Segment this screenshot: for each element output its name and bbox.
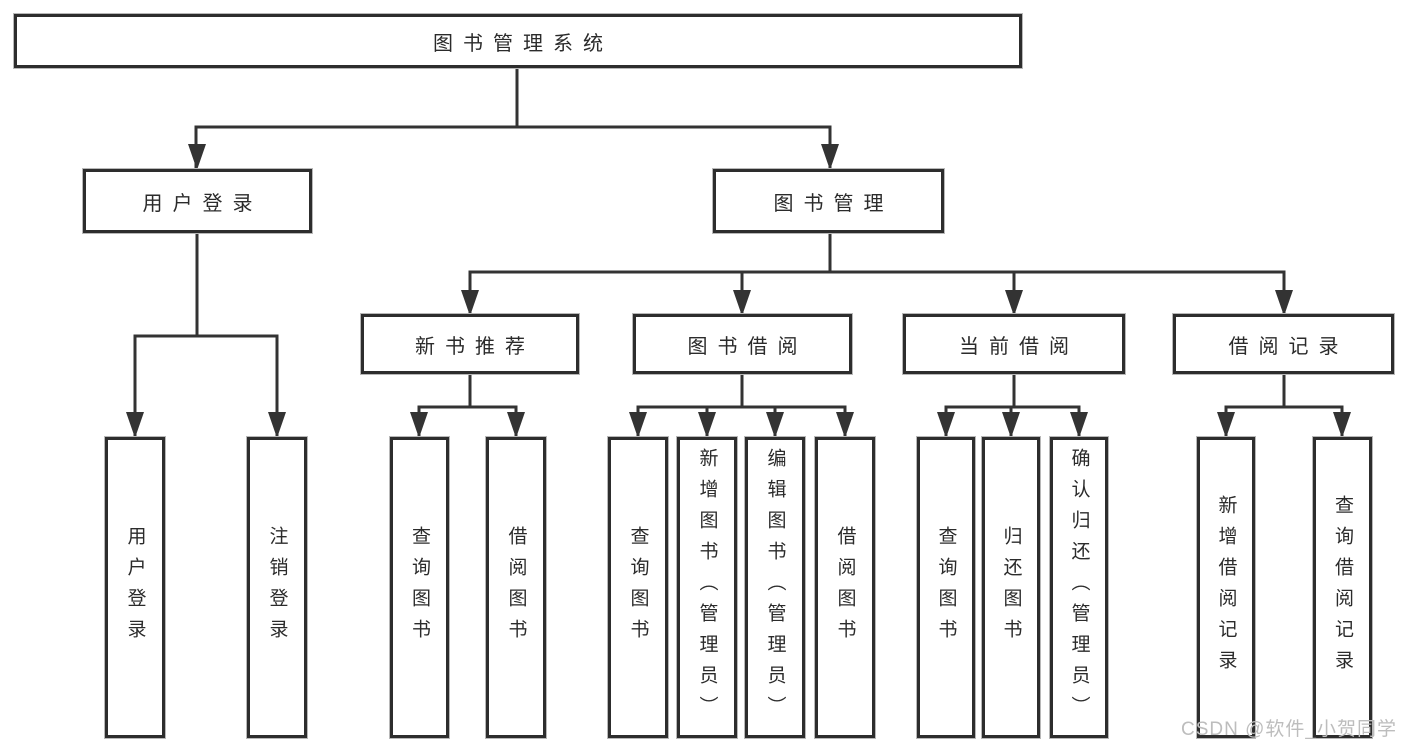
- node-book-management: 图书管理: [713, 169, 944, 233]
- node-book-management-label: 图书管理: [773, 192, 894, 215]
- watermark: CSDN @软件_小贺同学: [1181, 719, 1397, 740]
- leaf-bb-borrow-books: 借阅图书: [815, 437, 875, 738]
- node-current-borrowing: 当前借阅: [903, 314, 1125, 374]
- leaf-user-login: 用户登录: [105, 437, 165, 738]
- leaf-cb-confirm-return-admin-label: 确认归还（管理员）: [1068, 448, 1090, 727]
- leaf-bb-borrow-books-label: 借阅图书: [834, 525, 856, 650]
- node-new-book-recommend-label: 新书推荐: [415, 335, 535, 358]
- leaf-nb-borrow-books-label: 借阅图书: [505, 525, 527, 650]
- leaf-user-login-label: 用户登录: [124, 525, 146, 650]
- leaf-logout-label: 注销登录: [266, 525, 288, 650]
- leaf-br-add-record-label: 新增借阅记录: [1215, 494, 1237, 681]
- leaf-bb-edit-books-admin: 编辑图书（管理员）: [745, 437, 805, 738]
- node-borrow-records-label: 借阅记录: [1228, 335, 1349, 358]
- leaf-cb-query-books-label: 查询图书: [935, 525, 957, 650]
- leaf-br-query-record-label: 查询借阅记录: [1332, 494, 1353, 681]
- leaf-br-add-record: 新增借阅记录: [1197, 437, 1255, 738]
- leaf-logout: 注销登录: [247, 437, 307, 738]
- connector-paths: [133, 68, 1344, 438]
- node-user-login-label: 用户登录: [142, 192, 263, 215]
- leaf-bb-query-books-label: 查询图书: [627, 525, 649, 650]
- node-book-borrowing: 图书借阅: [633, 314, 852, 374]
- leaf-nb-borrow-books: 借阅图书: [486, 437, 546, 738]
- leaf-cb-return-books: 归还图书: [982, 437, 1040, 738]
- leaf-bb-query-books: 查询图书: [608, 437, 668, 738]
- leaf-cb-confirm-return-admin: 确认归还（管理员）: [1050, 437, 1108, 738]
- node-user-login: 用户登录: [83, 169, 312, 233]
- node-borrow-records: 借阅记录: [1173, 314, 1394, 374]
- leaf-nb-query-books-label: 查询图书: [409, 525, 430, 650]
- node-root: 图书管理系统: [14, 14, 1022, 68]
- leaf-cb-query-books: 查询图书: [917, 437, 975, 738]
- leaf-bb-add-books-admin: 新增图书（管理员）: [677, 437, 737, 738]
- node-new-book-recommend: 新书推荐: [361, 314, 579, 374]
- node-current-borrowing-label: 当前借阅: [959, 335, 1079, 358]
- leaf-cb-return-books-label: 归还图书: [1000, 525, 1022, 650]
- leaf-bb-add-books-admin-label: 新增图书（管理员）: [696, 448, 718, 727]
- node-root-label: 图书管理系统: [433, 32, 613, 55]
- leaf-nb-query-books: 查询图书: [390, 437, 449, 738]
- node-book-borrowing-label: 图书借阅: [687, 335, 808, 358]
- leaf-bb-edit-books-admin-label: 编辑图书（管理员）: [764, 448, 786, 727]
- arrowheads: [126, 144, 1351, 438]
- leaf-br-query-record: 查询借阅记录: [1313, 437, 1372, 738]
